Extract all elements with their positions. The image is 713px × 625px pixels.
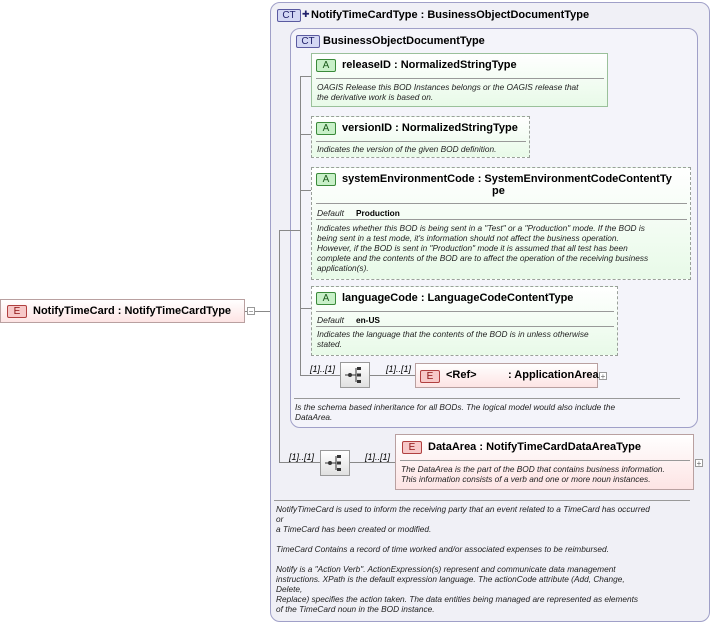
- divider: [294, 398, 680, 399]
- inner-type-doc-line: Is the schema based inheritance for all …: [295, 402, 616, 412]
- default-label: Default: [317, 315, 344, 325]
- outer-type-title: NotifyTimeCardType : BusinessObjectDocum…: [311, 9, 590, 21]
- outer-type-doc-line: a TimeCard has been created or modified.: [276, 524, 432, 534]
- element-data-area[interactable]: E DataArea : NotifyTimeCardDataAreaType …: [395, 434, 694, 490]
- attribute-badge: A: [316, 173, 336, 186]
- attribute-doc-line: OAGIS Release this BOD Instances belongs…: [317, 82, 579, 92]
- outer-type-doc-line: or: [276, 514, 284, 524]
- complex-type-badge: CT: [296, 35, 320, 48]
- attribute-badge: A: [316, 292, 336, 305]
- attribute-doc-line: the derivative work is based on.: [317, 92, 434, 102]
- connector: [300, 76, 301, 375]
- connector: [350, 462, 396, 463]
- element-badge: E: [420, 370, 440, 383]
- attribute-label-continued: pe: [492, 185, 505, 197]
- divider: [316, 311, 614, 312]
- element-ref-label: <Ref>: [446, 369, 477, 381]
- sequence-icon[interactable]: [340, 362, 370, 388]
- attribute-doc-line: application(s).: [317, 263, 369, 273]
- sequence-cardinality: [1]..[1]: [289, 452, 315, 462]
- connector: [279, 462, 321, 463]
- attribute-badge: A: [316, 59, 336, 72]
- root-element-label: NotifyTimeCard : NotifyTimeCardType: [33, 305, 232, 317]
- element-doc-line: The DataArea is the part of the BOD that…: [401, 464, 665, 474]
- outer-type-doc-line: Notify is a "Action Verb". ActionExpress…: [276, 564, 616, 574]
- connector: [280, 230, 300, 231]
- connector: [300, 375, 340, 376]
- attribute-doc-line: Indicates the version of the given BOD d…: [317, 144, 497, 154]
- attribute-label: systemEnvironmentCode : SystemEnvironmen…: [342, 173, 672, 185]
- outer-type-doc-line: instructions. XPath is the default expre…: [276, 574, 625, 584]
- complex-type-badge: CT: [277, 9, 301, 22]
- default-value: en-US: [356, 315, 380, 325]
- attribute-doc-line: complete and the contents of the BOD are…: [317, 253, 649, 263]
- expand-icon[interactable]: +: [695, 459, 703, 468]
- connector: [245, 311, 271, 312]
- expand-icon[interactable]: +: [599, 372, 607, 381]
- attribute-doc-line: being sent in a test mode, it's informat…: [317, 233, 619, 243]
- attribute-system-environment-code[interactable]: A systemEnvironmentCode : SystemEnvironm…: [311, 167, 691, 280]
- connector: [370, 375, 416, 376]
- attribute-doc-line: Indicates whether this BOD is being sent…: [317, 223, 645, 233]
- attribute-label: languageCode : LanguageCodeContentType: [342, 292, 574, 304]
- element-cardinality: [1]..[1]: [386, 364, 412, 374]
- divider: [316, 78, 604, 79]
- inner-type-doc-line: DataArea.: [295, 412, 333, 422]
- connector: [300, 190, 312, 191]
- outer-type-doc-line: TimeCard Contains a record of time worke…: [276, 544, 609, 554]
- outer-type-doc-line: Delete,: [276, 584, 303, 594]
- inner-type-title: BusinessObjectDocumentType: [323, 35, 485, 47]
- element-doc-line: This information consists of a verb and …: [401, 474, 651, 484]
- element-badge: E: [402, 441, 422, 454]
- attribute-doc-line: stated.: [317, 339, 342, 349]
- connector: [300, 76, 312, 77]
- divider: [274, 500, 690, 501]
- attribute-release-id[interactable]: A releaseID : NormalizedStringType OAGIS…: [311, 53, 608, 107]
- extension-icon: ✚: [302, 9, 310, 19]
- attribute-version-id[interactable]: A versionID : NormalizedStringType Indic…: [311, 116, 530, 158]
- sequence-icon[interactable]: [320, 450, 350, 476]
- default-value: Production: [356, 208, 400, 218]
- element-label: DataArea : NotifyTimeCardDataAreaType: [428, 441, 641, 453]
- attribute-language-code[interactable]: A languageCode : LanguageCodeContentType…: [311, 286, 618, 356]
- root-element[interactable]: E NotifyTimeCard : NotifyTimeCardType: [0, 299, 245, 323]
- outer-type-doc-line: Replace) specifies the action taken. The…: [276, 594, 639, 604]
- element-application-area[interactable]: E <Ref> : ApplicationArea: [415, 363, 599, 388]
- element-cardinality: [1]..[1]: [365, 452, 391, 462]
- outer-type-doc-line: NotifyTimeCard is used to inform the rec…: [276, 504, 650, 514]
- element-label: : ApplicationArea: [508, 369, 599, 381]
- attribute-badge: A: [316, 122, 336, 135]
- divider: [316, 326, 614, 327]
- attribute-doc-line: Indicates the language that the contents…: [317, 329, 589, 339]
- sequence-cardinality: [1]..[1]: [310, 364, 336, 374]
- divider: [400, 460, 690, 461]
- divider: [316, 141, 526, 142]
- divider: [316, 203, 687, 204]
- attribute-label: releaseID : NormalizedStringType: [342, 59, 517, 71]
- outer-type-doc-line: of the TimeCard noun in the BOD instance…: [276, 604, 435, 614]
- attribute-label: versionID : NormalizedStringType: [342, 122, 518, 134]
- element-badge: E: [7, 305, 27, 318]
- attribute-doc-line: However, if the BOD is sent in "Producti…: [317, 243, 628, 253]
- connector: [279, 230, 280, 462]
- default-label: Default: [317, 208, 344, 218]
- connector: [300, 308, 312, 309]
- divider: [316, 219, 687, 220]
- connector: [300, 134, 312, 135]
- expand-icon[interactable]: −: [247, 307, 255, 316]
